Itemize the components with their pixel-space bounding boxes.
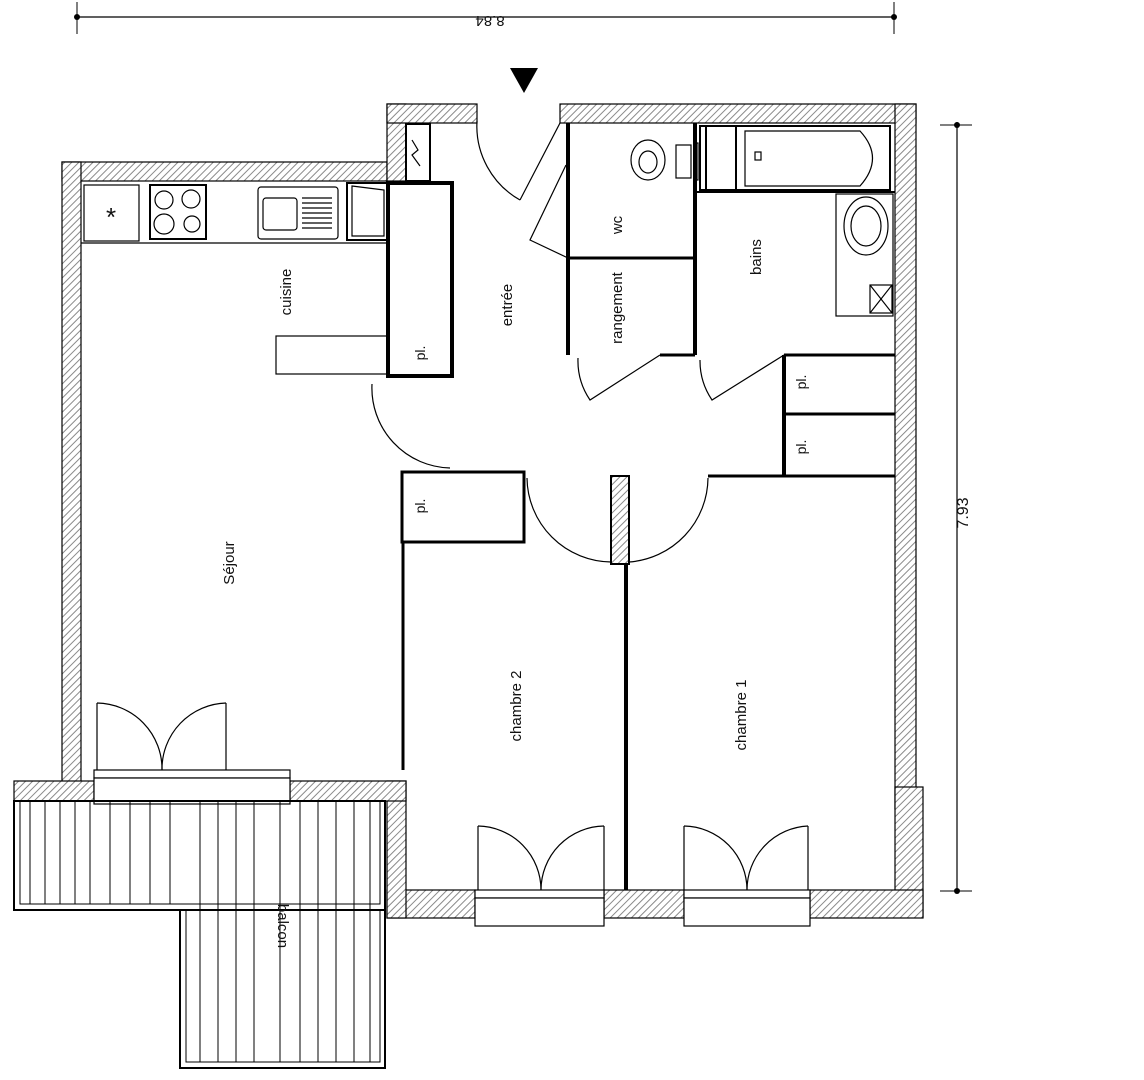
height-dimension: 7.93 xyxy=(940,122,972,894)
closet-label-cuisine: pl. xyxy=(412,346,428,361)
room-labels: cuisine entrée wc rangement bains Séjour… xyxy=(221,215,765,948)
window-sills xyxy=(93,769,811,927)
room-label-bains: bains xyxy=(748,239,765,275)
balcony-decking xyxy=(29,801,371,1062)
room-label-balcon: balcon xyxy=(274,904,291,948)
closet-label-bains-2: pl. xyxy=(793,440,809,455)
closet-labels: pl. pl. pl. pl. xyxy=(412,346,809,514)
room-label-wc: wc xyxy=(609,215,626,235)
room-label-chambre1: chambre 1 xyxy=(733,680,750,751)
room-label-sejour: Séjour xyxy=(221,541,238,584)
room-label-cuisine: cuisine xyxy=(278,269,295,316)
height-dimension-label: 7.93 xyxy=(955,497,972,528)
room-label-rangement: rangement xyxy=(609,271,626,344)
interior-partitions xyxy=(386,123,895,890)
room-label-entree: entrée xyxy=(499,284,516,327)
closet-label-bains-1: pl. xyxy=(793,375,809,390)
room-label-chambre2: chambre 2 xyxy=(508,671,525,742)
balcony xyxy=(13,800,386,1069)
bathroom-fixtures xyxy=(630,125,894,317)
closet-label-chambre2: pl. xyxy=(412,499,428,514)
width-dimension: 8.84 xyxy=(74,2,897,34)
width-dimension-label: 8.84 xyxy=(475,12,504,29)
kitchen-fixtures: * xyxy=(81,123,431,375)
exterior-walls xyxy=(13,103,924,919)
extractor-icon: * xyxy=(106,202,116,232)
entrance-arrow-icon xyxy=(510,68,538,93)
doors xyxy=(96,120,809,891)
